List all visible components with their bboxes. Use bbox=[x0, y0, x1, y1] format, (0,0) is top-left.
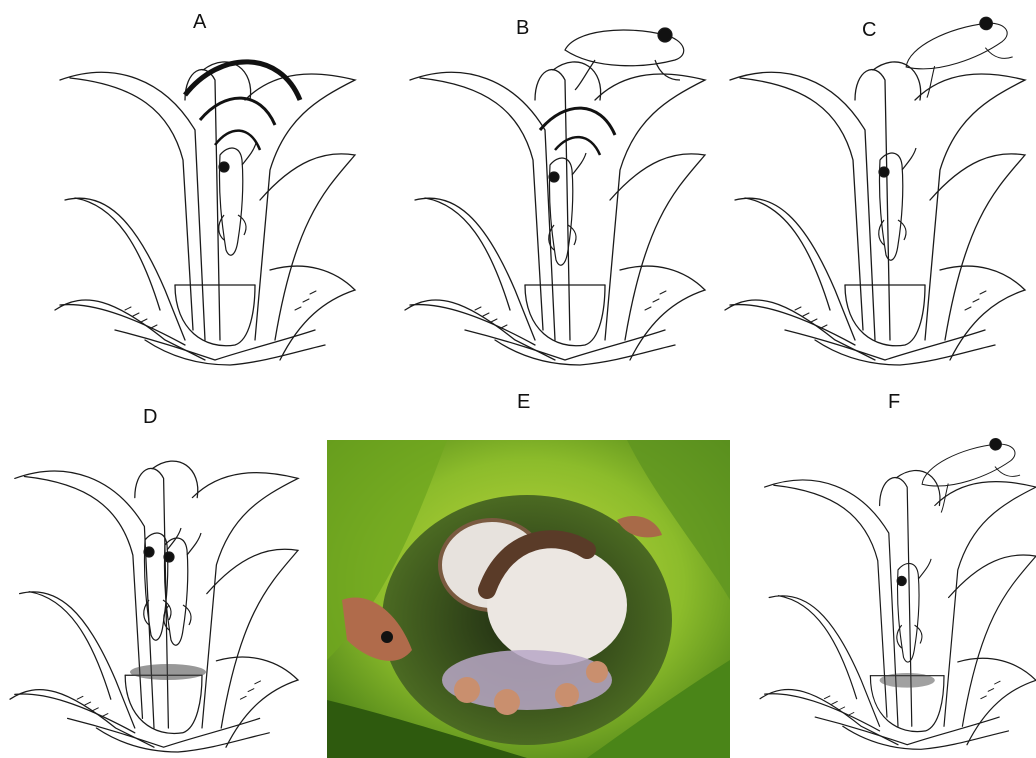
panel-label-f: F bbox=[888, 392, 900, 412]
panel-b-drawing bbox=[405, 40, 695, 360]
panel-label-e: E bbox=[517, 392, 530, 412]
panel-a-drawing bbox=[55, 40, 365, 360]
sound-wave-arc-large bbox=[185, 62, 300, 100]
panel-label-d: D bbox=[143, 407, 157, 427]
bromeliad-photo bbox=[327, 440, 730, 758]
panel-d-drawing bbox=[10, 440, 310, 755]
panel-label-b: B bbox=[516, 18, 529, 38]
sound-wave-arc-small bbox=[215, 131, 260, 150]
sound-wave-arc-mid bbox=[540, 108, 615, 135]
panel-label-a: A bbox=[193, 12, 206, 32]
eggs-cluster bbox=[130, 664, 206, 680]
sound-wave-arc-mid bbox=[200, 98, 275, 125]
panel-label-c: C bbox=[862, 20, 876, 40]
panel-f-drawing bbox=[760, 440, 1036, 755]
eggs-cluster bbox=[880, 673, 935, 688]
sound-wave-arc-small bbox=[555, 137, 600, 155]
panel-c-drawing bbox=[725, 40, 1035, 360]
